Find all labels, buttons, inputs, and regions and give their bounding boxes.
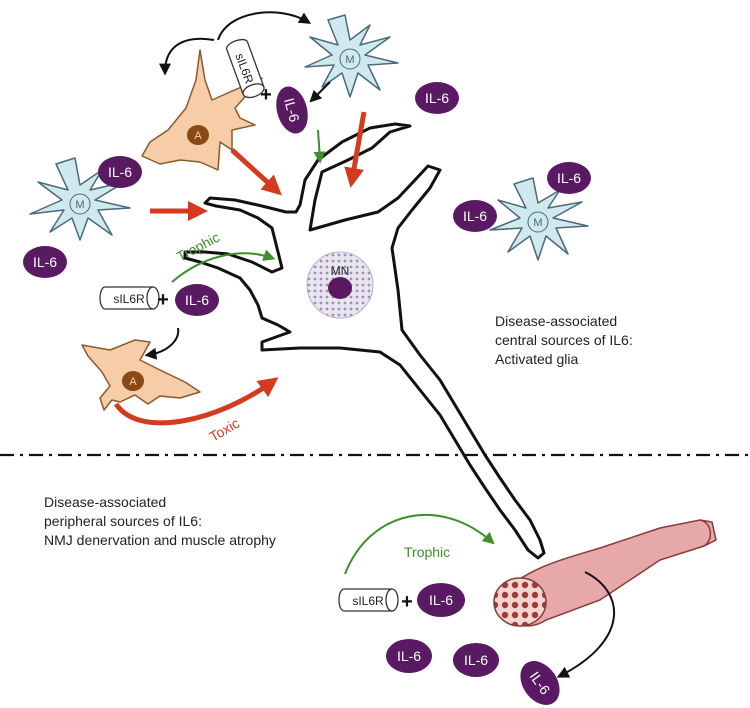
il6-mid-left: IL-6 [175,284,219,316]
microglia-label: M [345,54,354,66]
il6-label: IL-6 [33,254,57,270]
il6-bottom-3: IL-6 [520,661,560,705]
arrow-red-toxic [113,377,279,426]
il6-left-upper: IL-6 [98,156,142,188]
il6-left-lower: IL-6 [23,246,67,278]
arrow-black-top [217,11,312,41]
arrow-green-trophic-bottom [344,513,495,575]
peripheral-caption-line3: NMJ denervation and muscle atrophy [44,532,276,548]
central-caption-line1: Disease-associated [495,313,618,329]
il6-label: IL-6 [108,164,132,180]
il6-label: IL-6 [185,292,209,308]
central-sources-caption: Disease-associated central sources of IL… [495,312,633,369]
astrocyte-label: A [129,376,137,388]
il6-label: IL-6 [425,90,449,106]
central-caption-line3: Activated glia [495,351,579,367]
label-trophic-bottom: Trophic [404,544,450,560]
il6-label: IL-6 [281,96,303,124]
arrow-green-short [313,129,326,164]
microglia-top: M [304,14,399,98]
il6-right-upper: IL-6 [547,162,591,194]
peripheral-sources-caption: Disease-associated peripheral sources of… [44,493,276,550]
il6-label: IL-6 [464,652,488,668]
sil6r-label: sIL6R [352,594,384,608]
sil6r-mid: sIL6R [99,286,160,310]
microglia-right: M [489,177,589,261]
microglia-label: M [75,199,84,211]
arrow-black-topleft [159,37,215,76]
peripheral-caption-line2: peripheral sources of IL6: [44,513,202,529]
arrow-red-astrocyte [230,148,282,196]
sil6r-top: sIL6R [226,38,265,99]
mn-nucleus [328,277,352,299]
il6-label: IL-6 [557,170,581,186]
central-caption-line2: central sources of IL6: [495,332,633,348]
il6-top-center: IL-6 [276,86,308,134]
sil6r-label: sIL6R [113,292,145,306]
plus-sign-bottom: + [401,591,413,613]
arrow-black-muscle [556,571,615,678]
microglia-left: M [29,157,131,241]
astrocyte-bottom: A [81,339,201,411]
il6-label: IL-6 [463,208,487,224]
plus-sign-mid: + [157,289,169,311]
muscle-cross-section [493,577,547,627]
il6-right-lower: IL-6 [453,200,497,232]
il6-top-right: IL-6 [415,82,459,114]
il6-bottom-pair: IL-6 [417,583,465,617]
il6-bottom-1: IL-6 [386,639,432,673]
il6-label: IL-6 [397,648,421,664]
arrow-red-microglia-top [344,111,367,188]
motor-neuron: MN [183,122,546,560]
arrow-green-trophic-top [171,249,276,283]
astrocyte-label: A [194,130,202,142]
mn-label: MN [331,264,350,278]
plus-sign-top: + [260,84,272,106]
peripheral-caption-line1: Disease-associated [44,494,167,510]
arrow-black-microglia [309,81,331,103]
sil6r-bottom: sIL6R [338,588,399,612]
muscle-fiber [493,519,717,627]
il6-bottom-2: IL-6 [453,643,499,677]
il6-label: IL-6 [429,592,453,608]
microglia-label: M [533,217,542,229]
label-toxic: Toxic [207,415,243,445]
arrow-black-mid [144,327,180,360]
motor-neuron-outline [183,122,546,560]
